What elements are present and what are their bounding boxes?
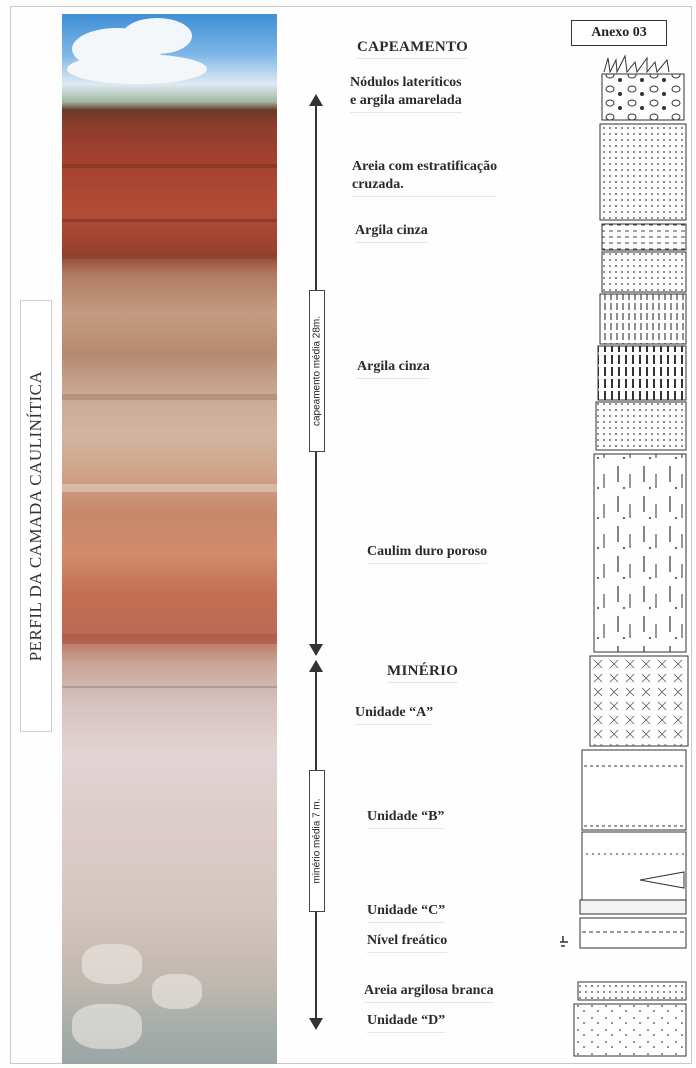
overburden-arrow-bottom xyxy=(309,644,323,656)
label-areia-argilosa: Areia argilosa branca xyxy=(364,982,494,1003)
stratigraphic-column xyxy=(560,42,690,1062)
label-argila-cinza-2: Argila cinza xyxy=(357,358,430,379)
label-caulim: Caulim duro poroso xyxy=(367,543,487,564)
label-unidade-d: Unidade “D” xyxy=(367,1012,445,1033)
label-areia-estratificacao: Areia com estratificação cruzada. xyxy=(352,158,497,197)
label-unidade-b: Unidade “B” xyxy=(367,808,444,829)
label-unidade-a: Unidade “A” xyxy=(355,704,433,725)
label-capeamento: CAPEAMENTO xyxy=(357,38,468,59)
label-minerio: MINÉRIO xyxy=(387,662,458,683)
ore-thickness-label: minério média 7 m. xyxy=(309,770,325,912)
label-argila-cinza-1: Argila cinza xyxy=(355,222,428,243)
strat-column-drawing xyxy=(560,42,690,1062)
profile-title-frame: PERFIL DA CAMADA CAULINÍTICA xyxy=(20,300,52,732)
label-nodulos: Nódulos lateríticos e argila amarelada xyxy=(350,74,462,113)
overburden-thickness-label: capeamento média 28m. xyxy=(309,290,325,452)
profile-title: PERFIL DA CAMADA CAULINÍTICA xyxy=(26,371,46,662)
label-unidade-c: Unidade “C” xyxy=(367,902,445,923)
ore-arrow-bottom xyxy=(309,1018,323,1030)
label-nivel-freatico: Nível freático xyxy=(367,932,447,953)
outcrop-photo xyxy=(62,14,277,1064)
